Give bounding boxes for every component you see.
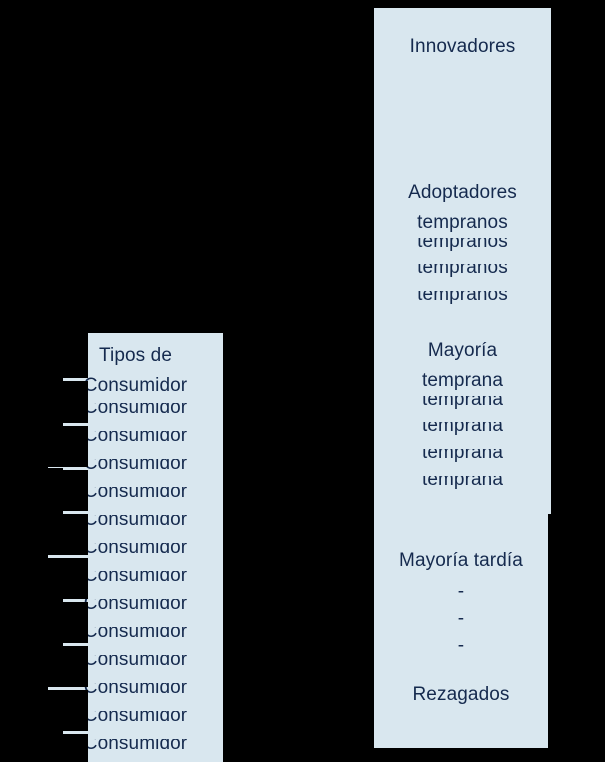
redaction-bar-narrow-21 <box>5 636 63 658</box>
category-repeat-clip-4: temprana <box>374 396 551 416</box>
consumer-row-6: Consumidor <box>83 543 188 558</box>
category-label-innovadores: Innovadores <box>409 36 516 57</box>
adoption-category-panel-top: Innovadores Adoptadores tempranos tempra… <box>374 8 551 514</box>
category-repeat-clip-10: - <box>374 645 548 659</box>
category-repeat-clip-2: tempranos <box>374 264 551 284</box>
category-label-adoptadores-line1: Adoptadores <box>408 182 517 203</box>
consumer-row-clip-5: Consumidor <box>48 515 223 536</box>
category-repeat-tempranos-1: tempranos <box>417 238 508 252</box>
redaction-bar-narrow-11 <box>5 348 63 374</box>
consumer-row-1: Consumidor <box>83 403 188 418</box>
redaction-bar-narrow-20 <box>5 610 63 632</box>
redaction-bar-narrow-15 <box>5 468 63 494</box>
consumer-row-13: Consumidor <box>83 739 188 754</box>
consumer-header-line1: Tipos de <box>99 345 172 366</box>
redaction-bar-narrow-1 <box>5 48 63 74</box>
narrow-column-left-margin <box>0 0 5 762</box>
consumer-row-11: Consumidor <box>83 683 188 698</box>
consumer-row-clip-4: Consumidor <box>48 487 223 508</box>
redaction-bar-narrow-12 <box>5 378 63 404</box>
consumer-row-2: Consumidor <box>83 431 188 446</box>
redaction-bar-narrow-13 <box>5 408 63 434</box>
redaction-bar-narrow-7 <box>5 228 63 254</box>
category-repeat-clip-11: - <box>374 727 548 737</box>
consumer-row-clip-2: Consumidor <box>48 431 223 452</box>
category-label-mayoria-tardia: Mayoría tardía <box>399 550 523 571</box>
redaction-bar-narrow-4 <box>5 138 63 164</box>
category-repeat-tardia-3: - <box>457 645 465 656</box>
category-repeat-clip-6: temprana <box>374 449 551 469</box>
redaction-bar-narrow-9 <box>5 288 63 314</box>
consumer-row-clip-8: Consumidor <box>48 599 223 620</box>
redaction-bar-narrow-23 <box>5 690 63 714</box>
consumer-row-3: Consumidor <box>83 459 188 474</box>
top-background-strip <box>374 0 551 8</box>
redaction-bar-narrow-17 <box>5 528 63 554</box>
narrow-column-top-margin <box>0 0 63 45</box>
consumer-row-8: Consumidor <box>83 599 188 614</box>
consumer-row-4: Consumidor <box>83 487 188 502</box>
category-repeat-clip-7: temprana <box>374 476 551 496</box>
consumer-header-line2: Consumidor <box>83 375 188 396</box>
redaction-bar-narrow-10 <box>5 318 63 344</box>
category-repeat-clip-1: tempranos <box>374 238 551 258</box>
category-repeat-tardia-2: - <box>457 618 465 629</box>
category-label-mayoria-temprana-line2: temprana <box>421 370 504 391</box>
consumer-row-clip-9: Consumidor <box>48 627 223 648</box>
category-label-adoptadores-line2: tempranos <box>417 212 508 233</box>
category-repeat-temprana-4: temprana <box>421 476 504 490</box>
redaction-bar-narrow-5 <box>5 168 63 194</box>
category-repeat-tempranos-3: tempranos <box>417 291 508 305</box>
redaction-bar-narrow-25 <box>5 750 63 762</box>
redaction-bar-narrow-6 <box>5 198 63 224</box>
category-repeat-clip-8: - <box>374 591 548 605</box>
category-repeat-temprana-3: temprana <box>421 449 504 463</box>
redaction-bar-narrow-24 <box>5 720 63 744</box>
category-repeat-temprana-1: temprana <box>421 396 504 410</box>
consumer-row-clip-11: Consumidor <box>48 683 223 704</box>
consumer-row-9: Consumidor <box>83 627 188 642</box>
category-repeat-tempranos-2: tempranos <box>417 264 508 278</box>
consumer-row-12: Consumidor <box>83 711 188 726</box>
mid-background-strip <box>223 0 311 333</box>
category-repeat-clip-3: tempranos <box>374 291 551 311</box>
redaction-bar-narrow-22 <box>5 662 63 684</box>
category-repeat-rezagados-1: - <box>374 727 548 737</box>
category-label-rezagados: Rezagados <box>412 684 510 705</box>
consumer-row-clip-3: Consumidor <box>48 459 223 480</box>
redaction-bar-narrow-2 <box>5 78 63 104</box>
consumer-row-clip-1: Consumidor <box>48 403 223 424</box>
category-repeat-temprana-2: temprana <box>421 422 504 436</box>
consumer-row-clip-7: Consumidor <box>48 571 223 592</box>
redaction-bar-narrow-3 <box>5 108 63 134</box>
category-repeat-tardia-1: - <box>457 591 465 602</box>
consumer-row-7: Consumidor <box>83 571 188 586</box>
redaction-bar-narrow-14 <box>5 438 63 464</box>
category-repeat-clip-5: temprana <box>374 422 551 442</box>
consumer-row-clip-6: Consumidor <box>48 543 223 564</box>
consumer-row-5: Consumidor <box>83 515 188 530</box>
consumer-row-clip-10: Consumidor <box>48 655 223 676</box>
category-label-mayoria-temprana-line1: Mayoría <box>427 340 498 361</box>
redaction-bar-narrow-18 <box>5 558 63 580</box>
right-background-strip-lower <box>548 514 605 762</box>
adoption-category-panel-bottom: Mayoría tardía - - - Rezagados - <box>374 514 548 748</box>
consumer-row-10: Consumidor <box>83 655 188 670</box>
consumer-row-clip-13: Consumidor <box>48 739 223 760</box>
redaction-bar-narrow-16 <box>5 498 63 524</box>
consumer-row-clip-12: Consumidor <box>48 711 223 732</box>
redaction-bar-narrow-19 <box>5 584 63 606</box>
category-repeat-clip-9: - <box>374 618 548 632</box>
redaction-bar-narrow-8 <box>5 258 63 284</box>
